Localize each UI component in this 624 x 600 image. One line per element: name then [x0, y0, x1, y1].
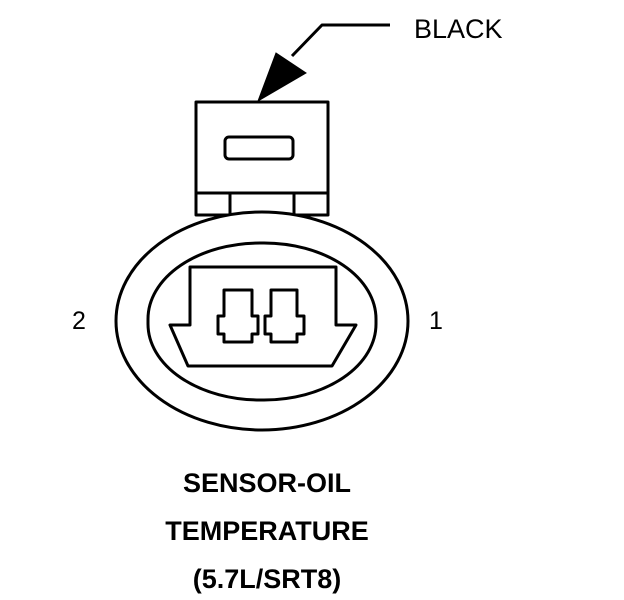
title-line-3: (5.7L/SRT8) — [193, 564, 342, 594]
pin-label-left: 2 — [72, 307, 86, 335]
connector-body-outer — [114, 210, 410, 432]
terminal-cavity — [168, 265, 358, 368]
callout-arrowhead — [257, 52, 307, 103]
terminal-1 — [263, 288, 306, 344]
callout-leader-line — [290, 23, 390, 58]
terminal-2 — [216, 288, 260, 344]
pin-label-right: 1 — [429, 307, 443, 335]
title-line-1: SENSOR-OIL — [183, 468, 351, 498]
release-slot — [223, 135, 295, 161]
connector-face-inner — [146, 241, 378, 402]
title-line-2: TEMPERATURE — [165, 516, 369, 546]
callout-label: BLACK — [414, 14, 503, 44]
